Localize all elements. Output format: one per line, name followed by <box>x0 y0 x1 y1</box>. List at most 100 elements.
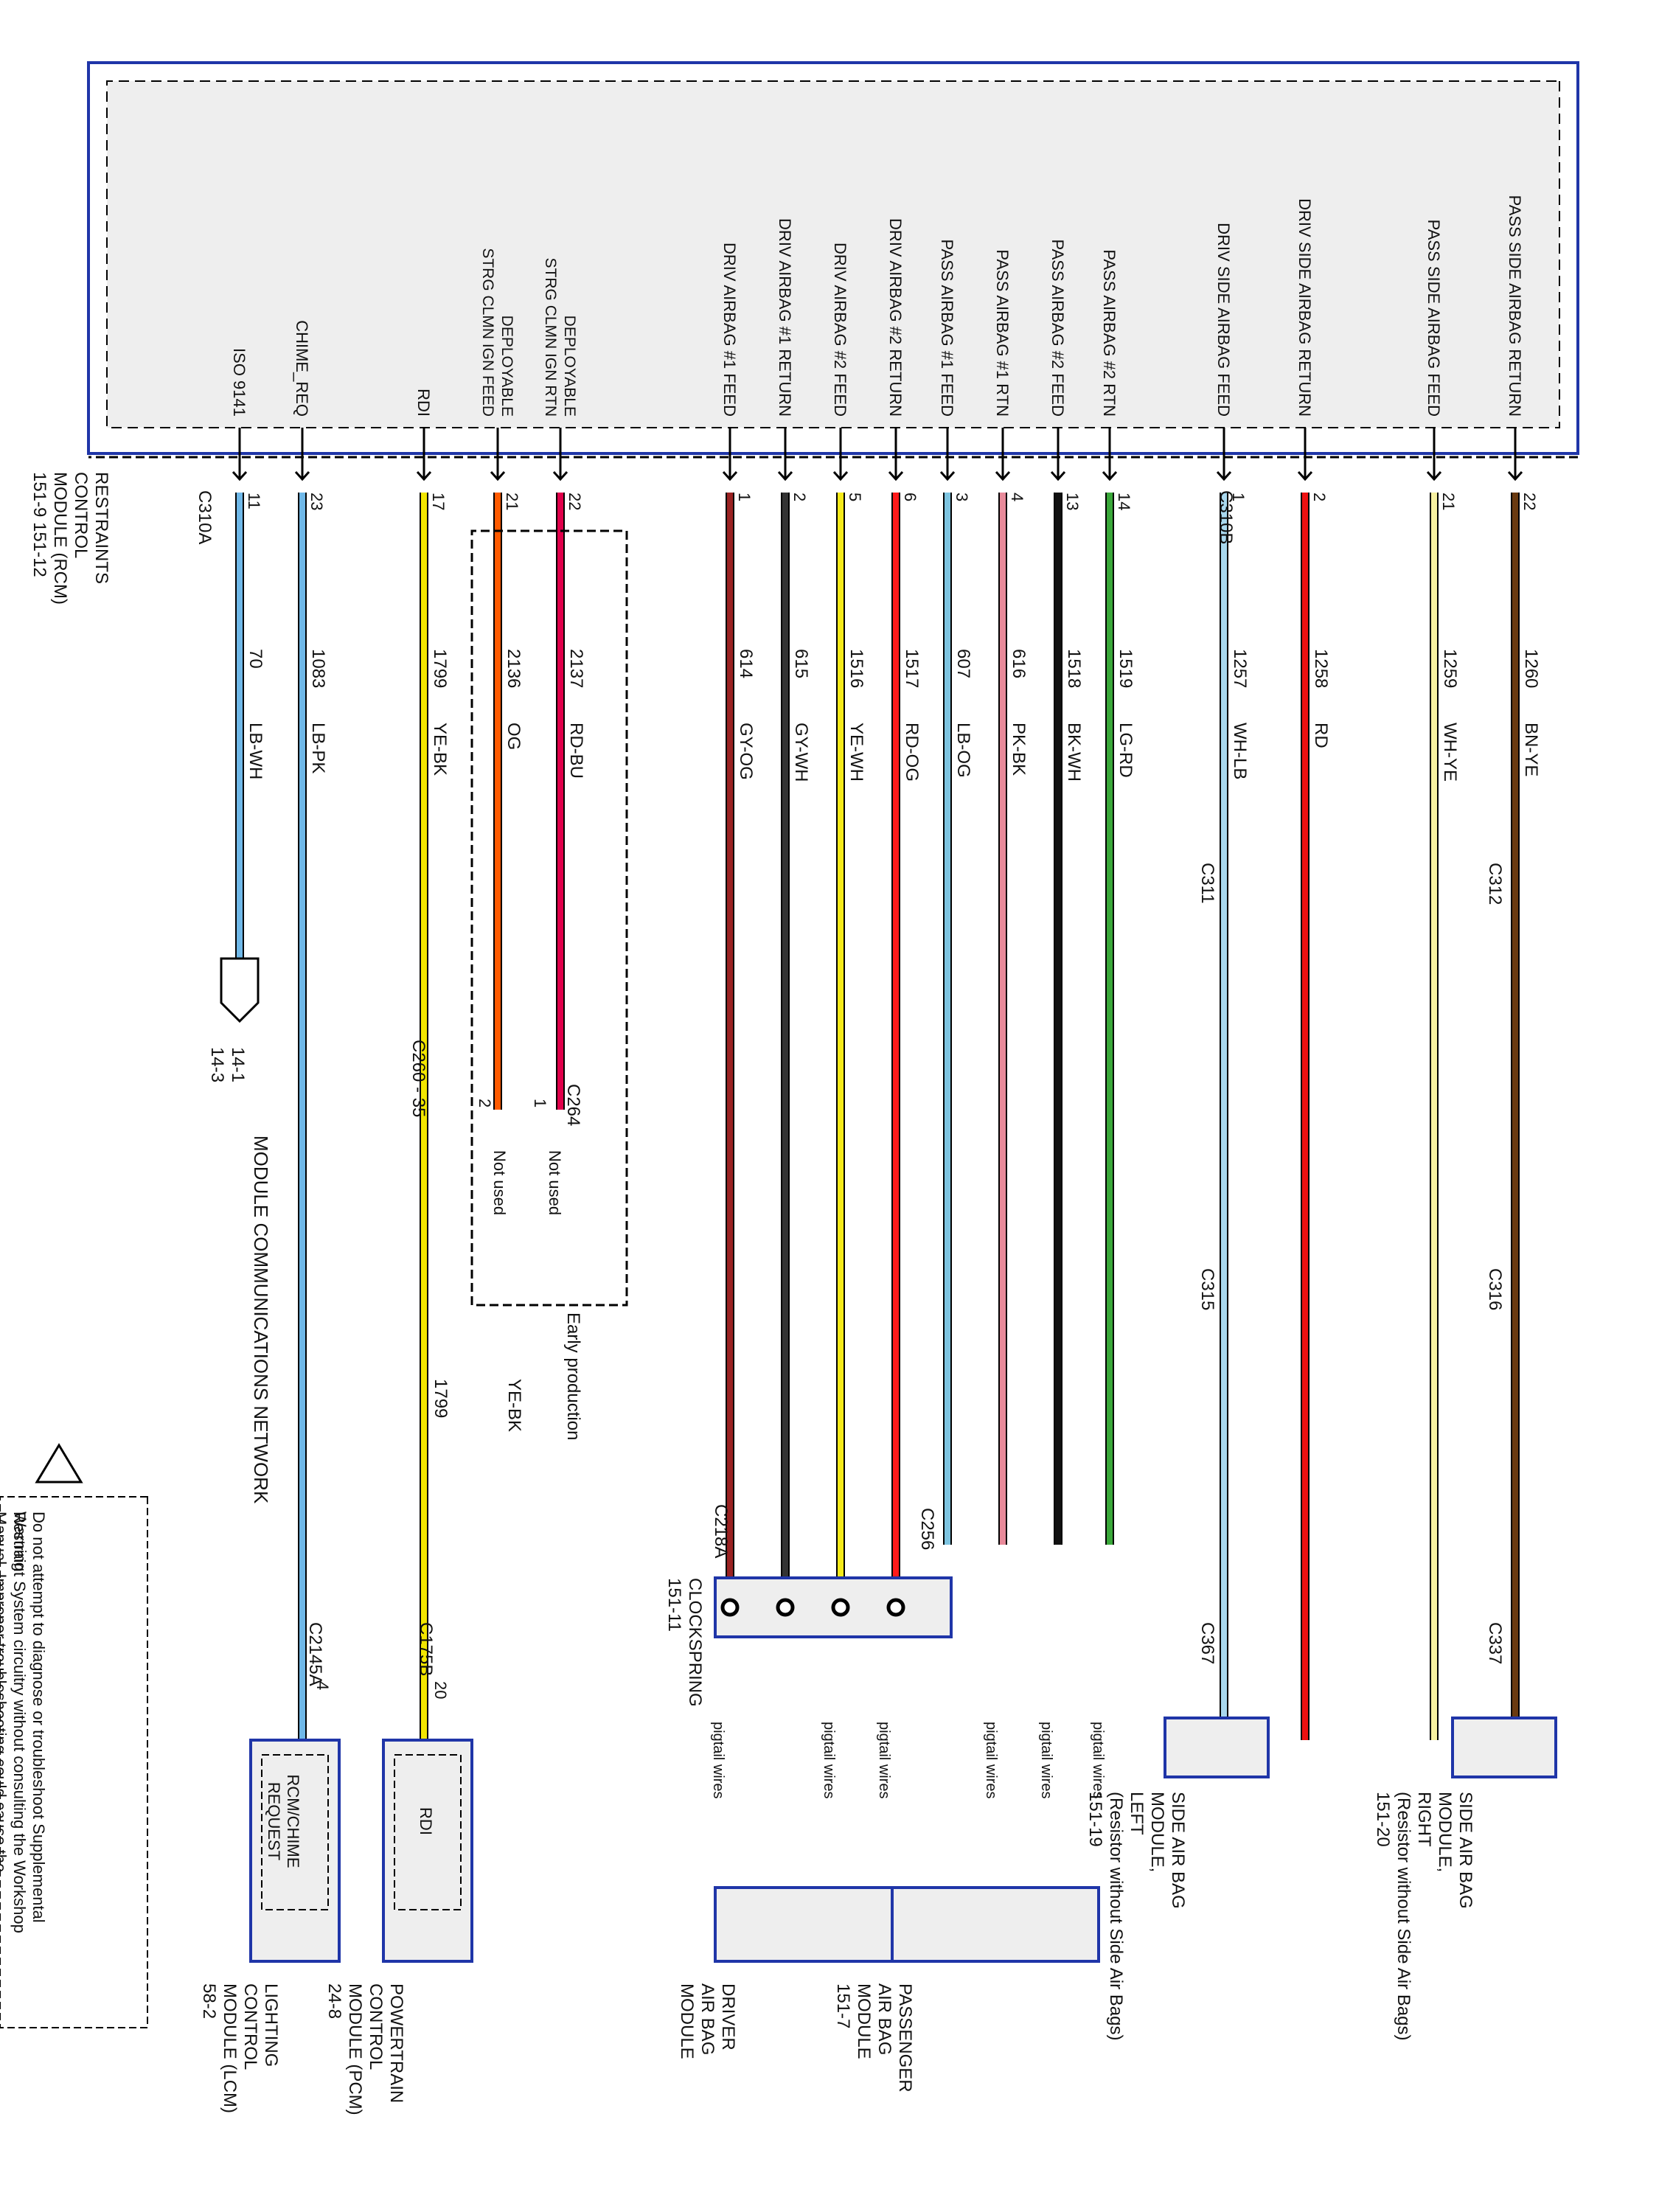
rcm-pin-label: PASS SIDE AIRBAG FEED <box>1425 220 1443 417</box>
pin-arrow <box>832 470 849 481</box>
warning-icon <box>35 1443 83 1484</box>
wire-circuit-label: 70 <box>246 649 265 669</box>
pin-arrow <box>416 470 432 481</box>
pin-arrow <box>1050 470 1066 481</box>
pigtail-label: pigtail wires <box>1090 1722 1106 1798</box>
pin-arrow <box>1297 470 1313 481</box>
connector-c311: C311 <box>1197 863 1217 904</box>
rcm-pin-number: 17 <box>429 493 448 510</box>
rcm-pin-label: ISO 9141 <box>230 348 248 417</box>
rcm-pin-label: DEPLOYABLESTRG CLMN IGN RTN <box>542 258 578 417</box>
pin-arrow <box>995 470 1011 481</box>
wire-color-label: PK-BK <box>1009 723 1029 776</box>
wire-circuit-label: 1516 <box>846 649 866 688</box>
wire-circuit-label: 1257 <box>1230 649 1250 688</box>
connector-pin: 2 <box>476 1099 494 1107</box>
connector-c310b: C310B <box>1216 490 1236 544</box>
rcm-pin-number: 11 <box>245 493 263 509</box>
pin-arrow <box>1102 470 1118 481</box>
not-used: Not used <box>546 1150 564 1215</box>
pin-arrow <box>232 470 248 481</box>
wire-color-label: RD-OG <box>902 723 922 782</box>
lcm-module <box>249 1739 341 1963</box>
pin-arrow <box>722 470 738 481</box>
pin-arrow <box>1216 470 1232 481</box>
wire-color-label: BK-WH <box>1064 723 1084 782</box>
network-ref: 14-114-3 <box>207 1047 248 1082</box>
connector-pin: 4 <box>313 1681 332 1690</box>
wire-color-label: WH-LB <box>1230 723 1250 779</box>
pin-arrow <box>1507 470 1523 481</box>
rcm-inner <box>106 80 1560 428</box>
warning-box <box>0 1496 148 2028</box>
wire-circuit-label: 616 <box>1009 649 1029 678</box>
connector-c256: C256 <box>917 1508 937 1550</box>
warning-text: Do not attempt to diagnose or troublesho… <box>0 1512 48 1933</box>
early-production-label: Early production <box>563 1312 583 1440</box>
rcm-pin-label: RDI <box>414 389 433 417</box>
lcm-title: LIGHTINGCONTROLMODULE (LCM)58-2 <box>199 1983 281 2113</box>
passenger-airbag-module <box>891 1886 1100 1963</box>
wire-color-label: OG <box>504 723 524 750</box>
pcm-title: POWERTRAINCONTROLMODULE (PCM)24-8 <box>324 1983 406 2115</box>
rcm-pin-label: DRIV AIRBAG #1 RETURN <box>776 218 794 417</box>
pcm-inner-label: RDI <box>417 1807 435 1835</box>
rcm-pin-number: 22 <box>1520 493 1539 510</box>
connector-c264: C264 <box>563 1084 583 1126</box>
wire-color-label: GY-WH <box>791 723 811 782</box>
rcm-frame <box>87 61 1579 455</box>
clockspring-terminal <box>831 1598 850 1617</box>
driver-module-title: DRIVERAIR BAGMODULE <box>677 1983 738 2059</box>
wire-circuit-label: 2137 <box>566 649 586 688</box>
pcm-module <box>382 1739 473 1963</box>
wire-circuit-label: 1258 <box>1311 649 1331 688</box>
side-left-title: SIDE AIR BAGMODULE,LEFT(Resistor without… <box>1085 1792 1188 2040</box>
rcm-pin-label: DRIV SIDE AIRBAG RETURN <box>1295 198 1314 417</box>
wire-circuit-label: 1260 <box>1521 649 1541 688</box>
wire-color-label: LB-WH <box>246 723 265 779</box>
rcm-pin-label: DRIV AIRBAG #2 RETURN <box>886 218 905 417</box>
pcm-inner <box>394 1754 462 1910</box>
not-used: Not used <box>490 1150 509 1215</box>
wire-circuit-label: 1259 <box>1440 649 1460 688</box>
wire-color-label: LB-PK <box>308 723 328 773</box>
rcm-pin-number: 2 <box>1310 493 1329 501</box>
wire-circuit-label: 614 <box>736 649 756 678</box>
rcm-pin-label: DRIV AIRBAG #1 FEED <box>720 243 739 417</box>
rcm-pin-number: 22 <box>566 493 584 510</box>
rcm-pin-label: DEPLOYABLESTRG CLMN IGN FEED <box>479 248 515 417</box>
rcm-pin-number: 3 <box>953 493 971 501</box>
passenger-module-title: PASSENGERAIR BAGMODULE151-7 <box>833 1983 915 2093</box>
connector-pin: 20 <box>431 1681 450 1699</box>
rcm-pin-label: DRIV SIDE AIRBAG FEED <box>1214 223 1233 417</box>
connector-c312: C312 <box>1485 863 1505 905</box>
wire-circuit-label: 1799 <box>430 649 450 688</box>
side-right-title: SIDE AIR BAGMODULE,RIGHT(Resistor withou… <box>1373 1792 1475 2040</box>
pigtail-label: pigtail wires <box>710 1722 726 1798</box>
wire-circuit-label: 615 <box>791 649 811 678</box>
rcm-pin-number: 13 <box>1063 493 1082 510</box>
network-label: MODULE COMMUNICATIONS NETWORK <box>250 1135 272 1504</box>
connector-c315: C315 <box>1197 1268 1217 1310</box>
connector-c367: C367 <box>1197 1622 1217 1664</box>
wire-color-label: WH-YE <box>1440 723 1460 782</box>
wire-color-label: GY-OG <box>736 723 756 780</box>
wire-color-label: RD <box>1311 723 1331 748</box>
rcm-pin-label: PASS AIRBAG #2 FEED <box>1048 240 1067 417</box>
side-airbag-right <box>1451 1717 1557 1778</box>
pigtail-label: pigtail wires <box>876 1722 892 1798</box>
clockspring-terminal <box>886 1598 905 1617</box>
rcm-pin-label: PASS AIRBAG #1 RTN <box>993 249 1012 417</box>
connector-c316: C316 <box>1485 1268 1505 1310</box>
lcm-inner-label: RCM/CHIMEREQUEST <box>265 1774 302 1868</box>
wire-circuit-label: 1799 <box>431 1379 451 1418</box>
connector-c2145a: C2145A <box>305 1622 325 1686</box>
connector-c260: C260 - 35 <box>408 1040 428 1117</box>
wire-color-label: BN-YE <box>1521 723 1541 776</box>
connector-c337: C337 <box>1485 1622 1505 1664</box>
lcm-inner <box>261 1754 329 1910</box>
rcm-pin-number: 5 <box>846 493 864 501</box>
rcm-pin-label: PASS AIRBAG #1 FEED <box>938 240 956 417</box>
rcm-pin-number: 21 <box>503 493 521 510</box>
connector-pin: 1 <box>531 1099 549 1107</box>
